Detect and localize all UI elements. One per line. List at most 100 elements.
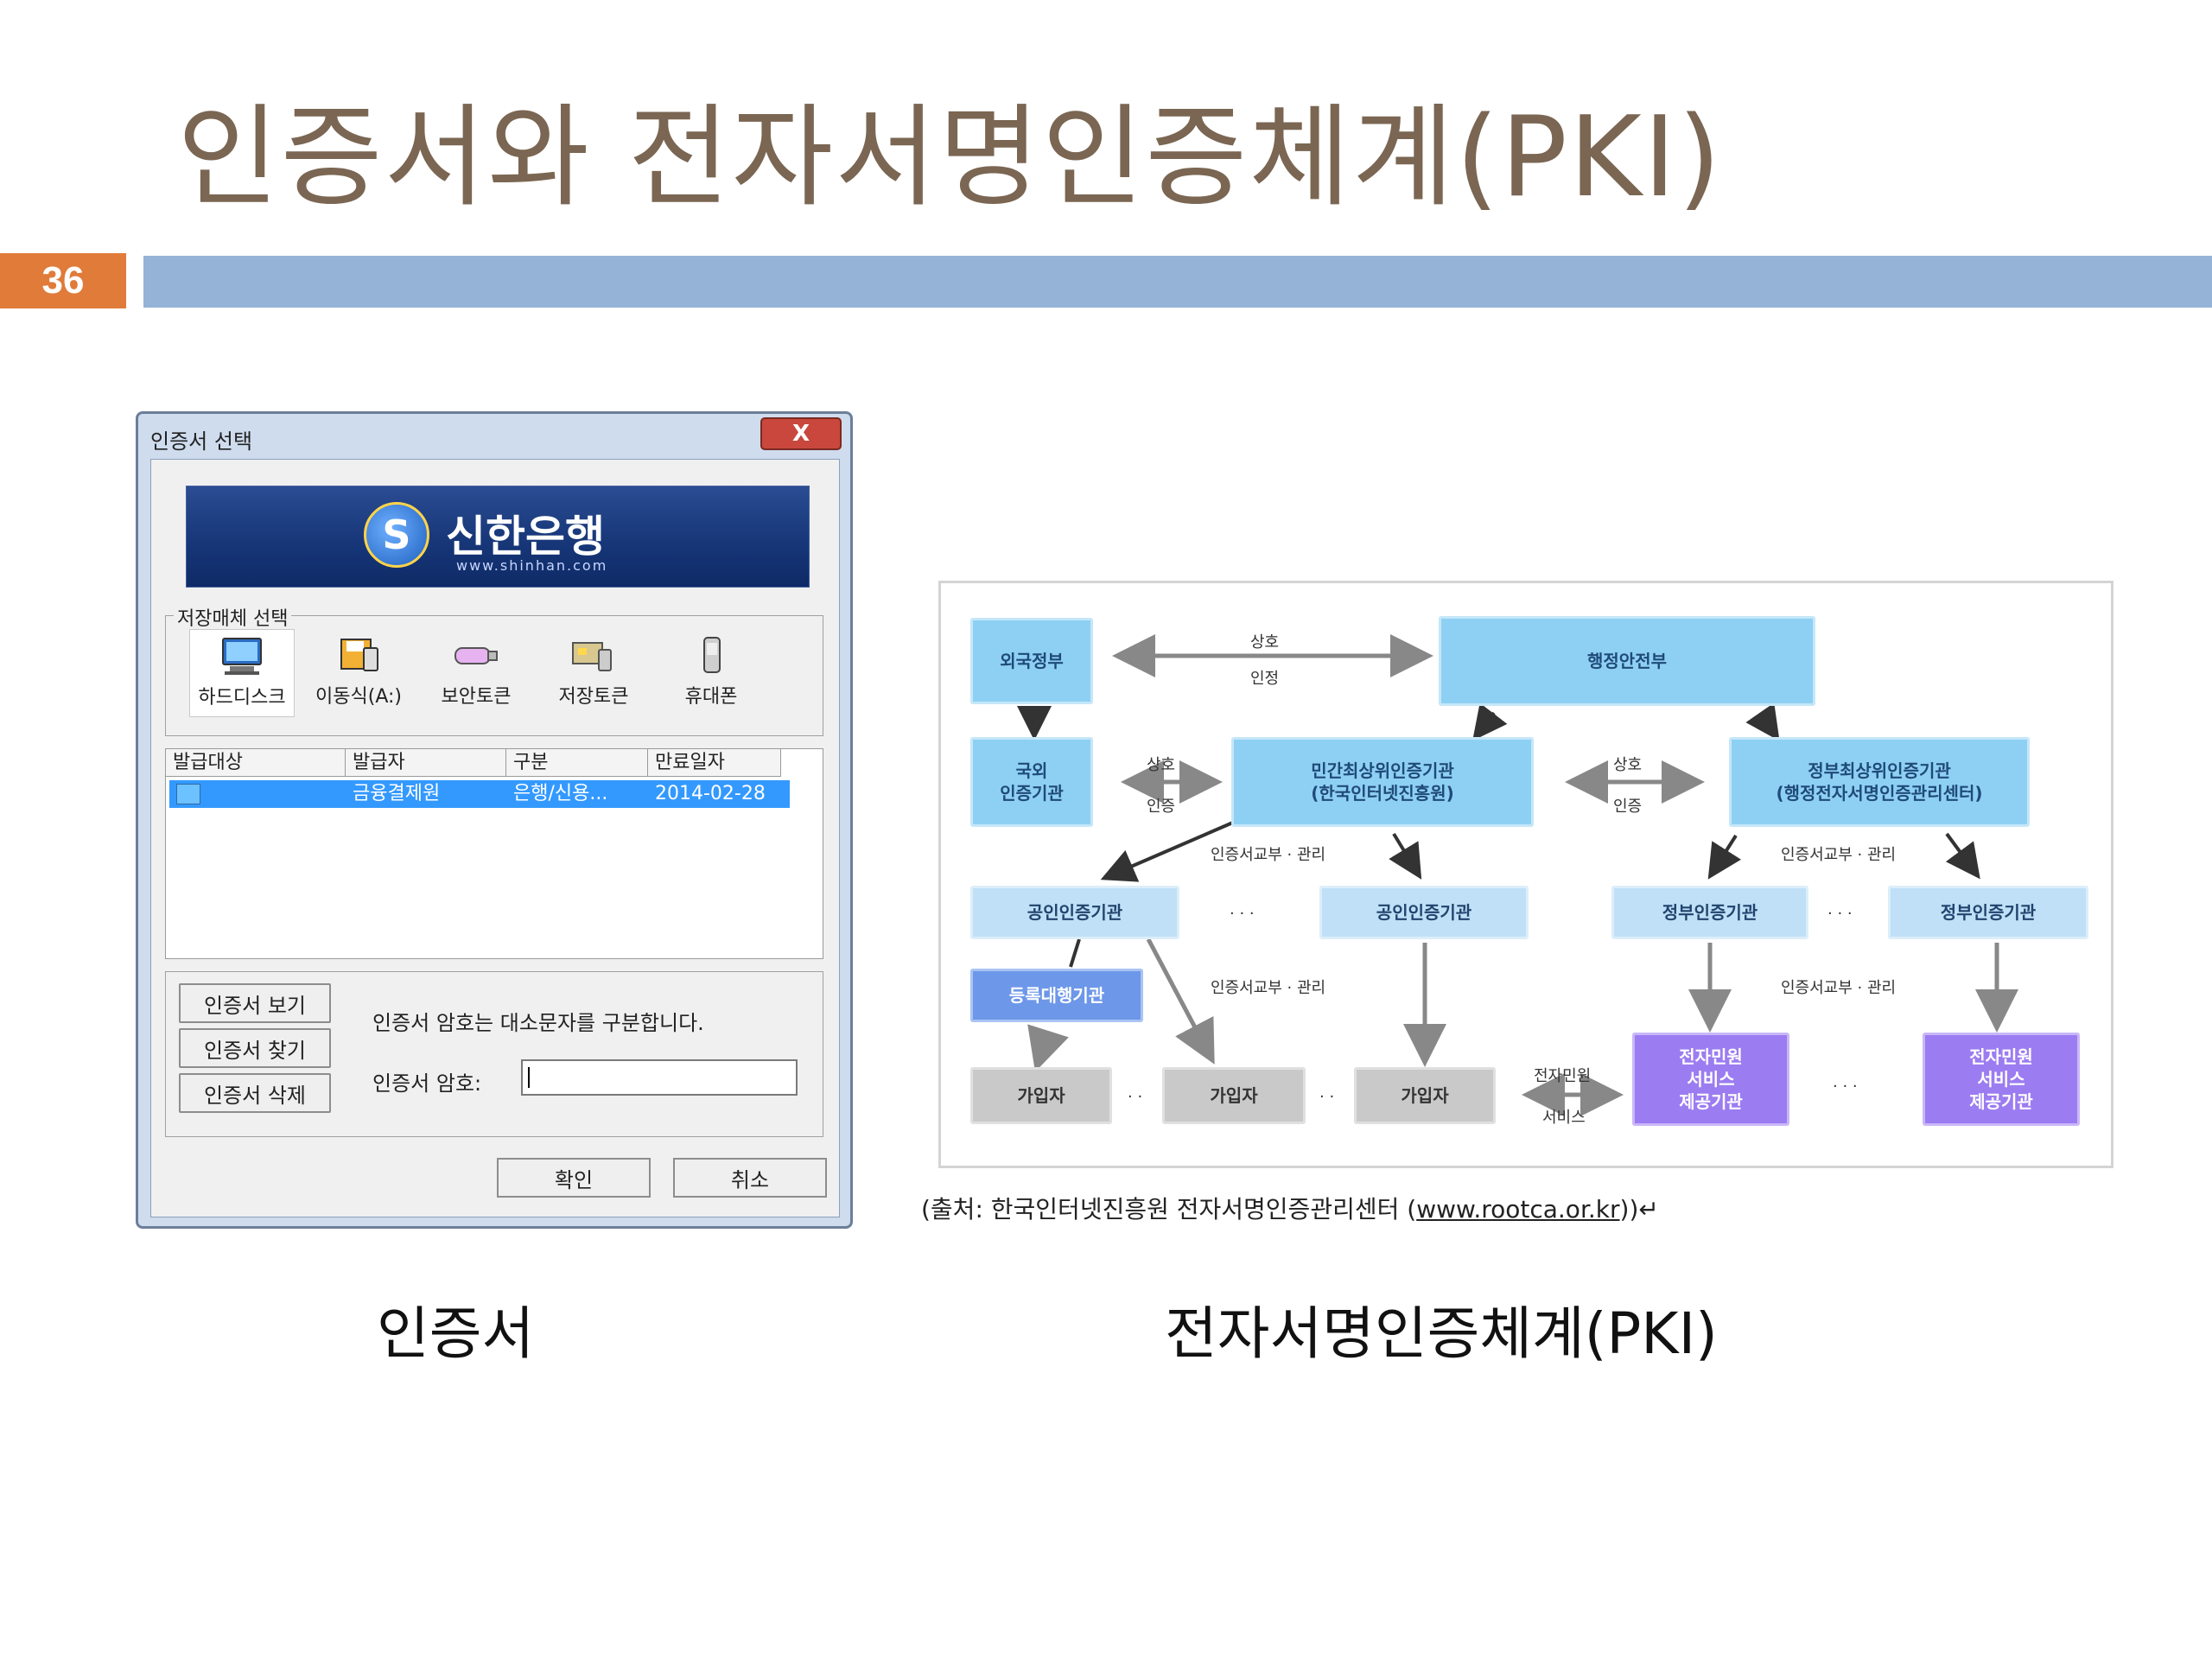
source-url-link[interactable]: www.rootca.or.kr (1416, 1195, 1620, 1224)
node-e-service-provider-2: 전자민원 서비스 제공기관 (1923, 1033, 2080, 1126)
page-number: 36 (0, 253, 126, 308)
node-line: 민간최상위인증기관 (1311, 760, 1454, 781)
node-line: 국외 (1015, 760, 1048, 781)
cert-subject-cell (169, 780, 346, 808)
col-issuer[interactable]: 발급자 (346, 749, 506, 777)
node-registration-agent: 등록대행기관 (970, 969, 1143, 1022)
cancel-button[interactable]: 취소 (673, 1158, 827, 1198)
media-label: 보안토큰 (441, 686, 512, 708)
media-removable[interactable]: 이동식(A:) (307, 629, 410, 715)
node-line: 제공기관 (1969, 1091, 2033, 1112)
label-mutual-left: 상호 (1147, 756, 1176, 774)
node-foreign-government: 외국정부 (970, 618, 1093, 704)
smartcard-icon (568, 634, 620, 676)
label-mutual-right: 상호 (1613, 756, 1643, 774)
usb-token-icon (450, 634, 502, 676)
harddisk-icon (216, 635, 268, 677)
cert-icon (176, 784, 200, 804)
media-storage-token[interactable]: 저장토큰 (542, 629, 645, 715)
password-notice: 인증서 암호는 대소문자를 구분합니다. (372, 1011, 704, 1035)
password-input[interactable] (521, 1059, 798, 1096)
col-expiry[interactable]: 만료일자 (648, 749, 781, 777)
node-e-service-provider-1: 전자민원 서비스 제공기관 (1632, 1033, 1789, 1126)
bank-url: www.shinhan.com (456, 557, 608, 574)
node-line: 전자민원 (1679, 1046, 1743, 1067)
password-label: 인증서 암호: (372, 1071, 482, 1096)
node-government-root-ca: 정부최상위인증기관 (행정전자서명인증관리센터) (1729, 737, 2030, 827)
dialog-body: S 신한은행 www.shinhan.com 저장매체 선택 하드디스크 이동식… (150, 459, 840, 1217)
label-issue-management-mid: 인증서교부 · 관리 (1211, 979, 1326, 997)
caption-pki: 전자서명인증체계(PKI) (1165, 1300, 1718, 1367)
node-line: 인증기관 (1000, 783, 1064, 804)
cert-type: 은행/신용... (513, 783, 608, 804)
bank-name: 신한은행 (446, 512, 605, 562)
table-row[interactable]: 금융결제원 은행/신용... 2014-02-28 (169, 780, 790, 808)
label-recognize-right: 인증 (1613, 798, 1643, 816)
certificate-dialog: 인증서 선택 X S 신한은행 www.shinhan.com 저장매체 선택 … (136, 411, 853, 1229)
floppy-icon (333, 634, 385, 676)
source-suffix: ))↵ (1619, 1195, 1659, 1224)
cert-issuer: 금융결제원 (353, 783, 441, 804)
dots-gov-ca: · · · (1827, 905, 1853, 923)
view-certificate-button[interactable]: 인증서 보기 (179, 983, 331, 1023)
node-line: 서비스 (1977, 1069, 2025, 1090)
action-group (165, 971, 823, 1137)
media-legend: 저장매체 선택 (174, 603, 292, 631)
phone-icon (685, 634, 737, 676)
media-label: 하드디스크 (198, 687, 286, 709)
node-line: 전자민원 (1969, 1046, 2033, 1067)
media-mobile-phone[interactable]: 휴대폰 (659, 629, 763, 715)
node-gov-ca-1: 정부인증기관 (1611, 886, 1808, 939)
col-subject[interactable]: 발급대상 (166, 749, 346, 777)
find-certificate-button[interactable]: 인증서 찾기 (179, 1028, 331, 1068)
media-label: 저장토큰 (558, 686, 629, 708)
node-subscriber-2: 가입자 (1162, 1067, 1306, 1124)
delete-certificate-button[interactable]: 인증서 삭제 (179, 1073, 331, 1113)
node-subscriber-3: 가입자 (1354, 1067, 1496, 1124)
title-underline-bar (143, 256, 2212, 308)
text-cursor (528, 1067, 530, 1088)
dialog-title: 인증서 선택 (150, 429, 253, 454)
label-issue-management-gov: 인증서교부 · 관리 (1781, 979, 1897, 997)
dots-public-ca: · · · (1230, 905, 1255, 923)
close-button[interactable]: X (760, 417, 842, 450)
slide-title: 인증서와 전자서명인증체계(PKI) (177, 93, 1723, 222)
media-security-token[interactable]: 보안토큰 (424, 629, 528, 715)
label-mutual-top: 상호 (1250, 633, 1280, 652)
media-label: 이동식(A:) (315, 686, 402, 708)
node-mois: 행정안전부 (1439, 616, 1815, 706)
ok-button[interactable]: 확인 (497, 1158, 651, 1198)
media-label: 휴대폰 (684, 686, 738, 708)
pki-connectors (1017, 634, 2018, 1116)
node-line: 정부최상위인증기관 (1808, 760, 1951, 781)
node-line: (행정전자서명인증관리센터) (1776, 783, 1983, 804)
node-domestic-ca: 국외 인증기관 (970, 737, 1093, 827)
dots-subscriber-1: · · (1128, 1088, 1143, 1106)
label-issue-management-right: 인증서교부 · 관리 (1781, 846, 1897, 864)
source-prefix: (출처: 한국인터넷진흥원 전자서명인증관리센터 ( (921, 1195, 1417, 1224)
node-public-ca-2: 공인인증기관 (1319, 886, 1529, 939)
caption-certificate: 인증서 (377, 1300, 535, 1367)
cert-expiry: 2014-02-28 (655, 783, 766, 804)
dots-e-service: · · · (1833, 1077, 1858, 1096)
source-citation: (출처: 한국인터넷진흥원 전자서명인증관리센터 (www.rootca.or.… (921, 1191, 1659, 1225)
node-private-root-ca: 민간최상위인증기관 (한국인터넷진흥원) (1231, 737, 1534, 827)
node-gov-ca-2: 정부인증기관 (1888, 886, 2088, 939)
label-issue-management-left: 인증서교부 · 관리 (1211, 846, 1326, 864)
col-type[interactable]: 구분 (506, 749, 648, 777)
label-e-service-2: 서비스 (1542, 1109, 1586, 1127)
label-e-service-1: 전자민원 (1534, 1067, 1592, 1085)
node-line: 제공기관 (1679, 1091, 1743, 1112)
label-recognize-left: 인증 (1147, 798, 1176, 816)
dots-subscriber-2: · · (1319, 1088, 1335, 1106)
bank-banner: S 신한은행 www.shinhan.com (186, 486, 810, 588)
node-subscriber-1: 가입자 (970, 1067, 1112, 1124)
node-line: (한국인터넷진흥원) (1311, 783, 1454, 804)
certificate-table: 발급대상 발급자 구분 만료일자 금융결제원 은행/신용... 2014-02-… (165, 748, 823, 959)
node-line: 서비스 (1687, 1069, 1735, 1090)
media-harddisk[interactable]: 하드디스크 (189, 629, 295, 717)
label-recognize-top: 인정 (1250, 670, 1280, 688)
media-group (165, 615, 823, 736)
pki-diagram: 외국정부 상호 인정 행정안전부 국외 인증기관 상호 인증 민간최상위인증기관… (938, 581, 2113, 1168)
dialog-titlebar: 인증서 선택 X (138, 414, 850, 454)
